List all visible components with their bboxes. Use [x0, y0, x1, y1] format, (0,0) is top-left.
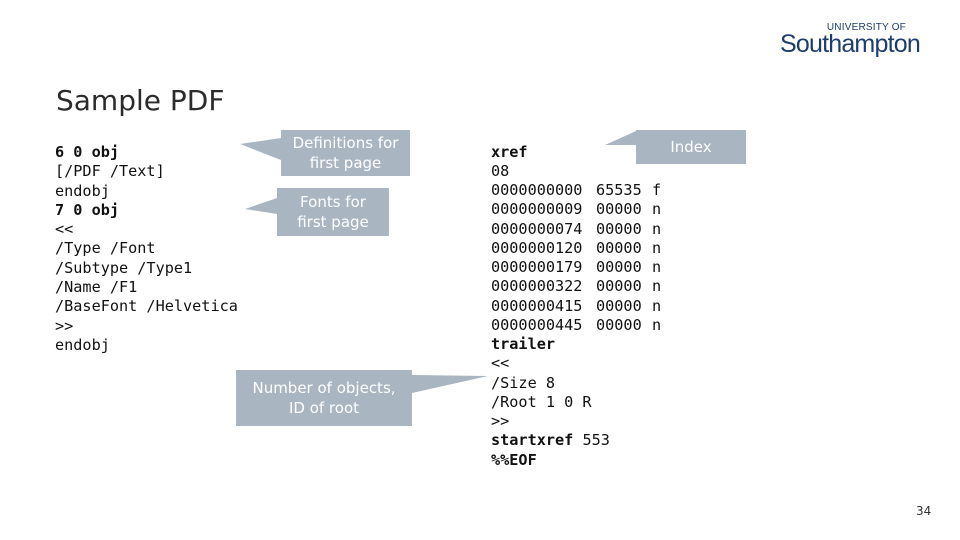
callout-objects-line2: ID of root	[288, 399, 360, 417]
startxref-value: 553	[573, 431, 610, 450]
fonts-pointer	[245, 198, 277, 214]
startxref-keyword: startxref	[491, 431, 574, 450]
xref-range: 08	[491, 162, 510, 181]
trailer-keyword: trailer	[491, 335, 556, 353]
callout-fonts: Fonts for first page	[277, 188, 389, 236]
startxref-line: startxref 553	[491, 431, 610, 450]
callout-definitions-line1: Definitions for	[292, 134, 399, 152]
callout-index: Index	[636, 130, 746, 164]
university-logo: UNIVERSITY OF Southampton	[780, 20, 928, 60]
xref-flag: n	[652, 219, 662, 238]
xref-flag: n	[652, 296, 662, 315]
xref-entry-row: 0000000415 00000 n	[491, 297, 672, 316]
xref-offset: 0000000445	[491, 316, 583, 335]
code-line: /Subtype /Type1	[55, 258, 193, 277]
xref-flag: n	[652, 316, 662, 335]
code-line: [/PDF /Text]	[55, 162, 165, 181]
xref-entry-row: 0000000322 00000 n	[491, 277, 672, 296]
xref-entry-row: 0000000074 00000 n	[491, 220, 672, 239]
code-line: 6 0 obj	[55, 143, 120, 161]
trailer-size: /Size 8	[491, 373, 556, 392]
xref-offset: 0000000074	[491, 219, 583, 238]
xref-flag: n	[652, 277, 662, 296]
logo-name: Southampton	[780, 30, 921, 58]
xref-generation: 00000	[596, 258, 642, 277]
slide-title: Sample PDF	[56, 84, 225, 117]
definitions-pointer	[240, 138, 281, 160]
callout-fonts-line2: first page	[297, 213, 369, 231]
xref-keyword: xref	[491, 143, 528, 161]
xref-generation: 00000	[596, 200, 642, 219]
xref-flag: f	[652, 181, 662, 199]
page-number: 34	[916, 504, 932, 518]
callout-fonts-line1: Fonts for	[300, 193, 366, 211]
xref-generation: 00000	[596, 238, 642, 257]
trailer-section: trailer << /Size 8 /Root 1 0 R >> startx…	[491, 335, 610, 470]
xref-flag: n	[652, 200, 662, 219]
eof-marker: %%EOF	[491, 450, 537, 469]
xref-generation: 00000	[596, 219, 642, 238]
callout-index-label: Index	[670, 138, 712, 156]
code-line: /Type /Font	[55, 239, 156, 258]
trailer-open: <<	[491, 354, 510, 373]
xref-entry-row: 0000000445 00000 n	[491, 316, 672, 335]
xref-entry-row: 0000000009 00000 n	[491, 200, 672, 219]
xref-offset: 0000000179	[491, 258, 583, 277]
xref-entry-row: 0000000179 00000 n	[491, 258, 672, 277]
xref-flag: n	[652, 258, 662, 277]
code-line: <<	[55, 220, 74, 239]
objects-pointer	[412, 375, 488, 393]
code-line: endobj	[55, 335, 110, 354]
callout-definitions: Definitions for first page	[281, 130, 410, 176]
callout-objects: Number of objects, ID of root	[236, 370, 412, 426]
xref-offset: 0000000120	[491, 238, 583, 257]
code-line: >>	[55, 316, 74, 335]
callout-objects-line1: Number of objects,	[252, 379, 396, 397]
xref-flag: n	[652, 238, 662, 257]
xref-offset: 0000000322	[491, 277, 583, 296]
xref-offset: 0000000000	[491, 181, 583, 199]
xref-offset: 0000000415	[491, 296, 583, 315]
xref-generation: 00000	[596, 277, 642, 296]
logo-top-text: UNIVERSITY OF	[826, 22, 906, 33]
index-pointer	[605, 131, 636, 145]
callout-definitions-line2: first page	[309, 154, 382, 172]
xref-entry-row: 0000000120 00000 n	[491, 239, 672, 258]
trailer-root: /Root 1 0 R	[491, 392, 592, 411]
xref-generation: 00000	[596, 316, 642, 335]
xref-header: xref 08	[491, 143, 528, 182]
trailer-close: >>	[491, 412, 510, 431]
xref-generation: 65535	[596, 181, 642, 199]
xref-entry-row: 0000000000 65535 f	[491, 181, 672, 200]
code-line: 7 0 obj	[55, 200, 120, 219]
code-line: /BaseFont /Helvetica	[55, 297, 238, 316]
code-line: endobj	[55, 181, 110, 200]
code-line: /Name /F1	[55, 278, 138, 297]
xref-generation: 00000	[596, 296, 642, 315]
xref-offset: 0000000009	[491, 200, 583, 219]
